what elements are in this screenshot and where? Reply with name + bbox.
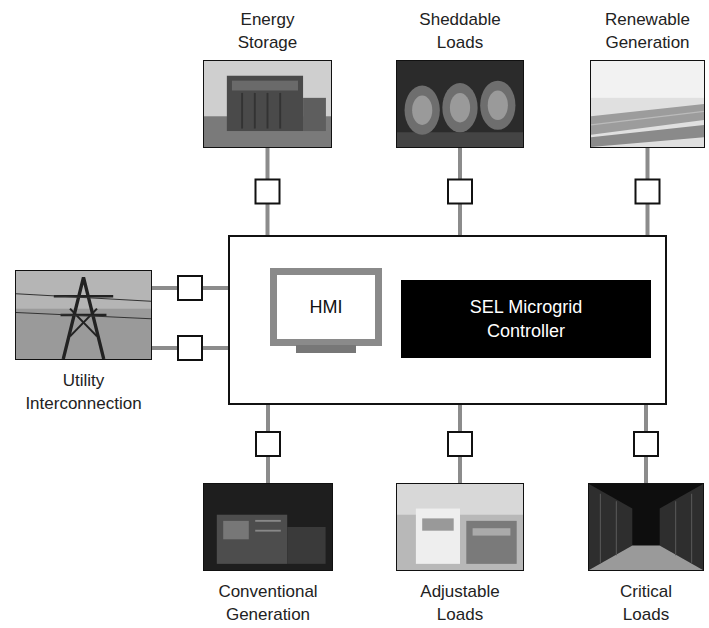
component-photo-box: Sheddable Loads	[396, 8, 524, 148]
photo-illustration	[589, 484, 703, 570]
photo-illustration	[397, 61, 523, 147]
hmi-label: HMI	[310, 297, 343, 318]
component-photo	[15, 270, 152, 360]
component-photo-box: Critical Loads	[588, 483, 704, 626]
component-photo-box: Renewable Generation	[590, 8, 705, 148]
breaker-symbol	[448, 180, 472, 204]
photo-illustration	[591, 61, 704, 147]
breaker-symbol	[178, 276, 202, 300]
photo-illustration	[16, 271, 151, 359]
component-label: Adjustable Loads	[405, 580, 515, 626]
component-photo	[588, 483, 704, 571]
component-photo	[396, 483, 524, 571]
breaker-symbol	[634, 432, 658, 456]
component-photo-box: Energy Storage	[203, 8, 332, 148]
component-photo-box: Conventional Generation	[203, 483, 333, 626]
breaker-symbol	[256, 180, 280, 204]
component-label: Renewable Generation	[595, 8, 700, 54]
component-photo-box: Adjustable Loads	[396, 483, 524, 626]
breaker-symbol	[448, 432, 472, 456]
component-label: Utility Interconnection	[15, 369, 152, 415]
component-photo	[203, 60, 332, 148]
component-label: Sheddable Loads	[408, 8, 513, 54]
component-label: Energy Storage	[215, 8, 320, 54]
controller-label: SEL Microgrid Controller	[446, 295, 606, 343]
component-photo	[203, 483, 333, 571]
component-label: Conventional Generation	[207, 580, 329, 626]
hmi-monitor: HMI	[270, 268, 382, 346]
controller-box: SEL Microgrid Controller	[401, 280, 651, 358]
photo-illustration	[204, 61, 331, 147]
breaker-symbol	[256, 432, 280, 456]
controller-enclosure: HMI SEL Microgrid Controller	[228, 235, 667, 405]
photo-illustration	[204, 484, 332, 570]
component-label: Critical Loads	[596, 580, 696, 626]
breaker-symbol	[636, 180, 660, 204]
component-photo	[396, 60, 524, 148]
breaker-symbol	[178, 336, 202, 360]
component-photo	[590, 60, 705, 148]
monitor-stand	[296, 345, 356, 353]
component-photo-box: Utility Interconnection	[15, 270, 152, 415]
photo-illustration	[397, 484, 523, 570]
